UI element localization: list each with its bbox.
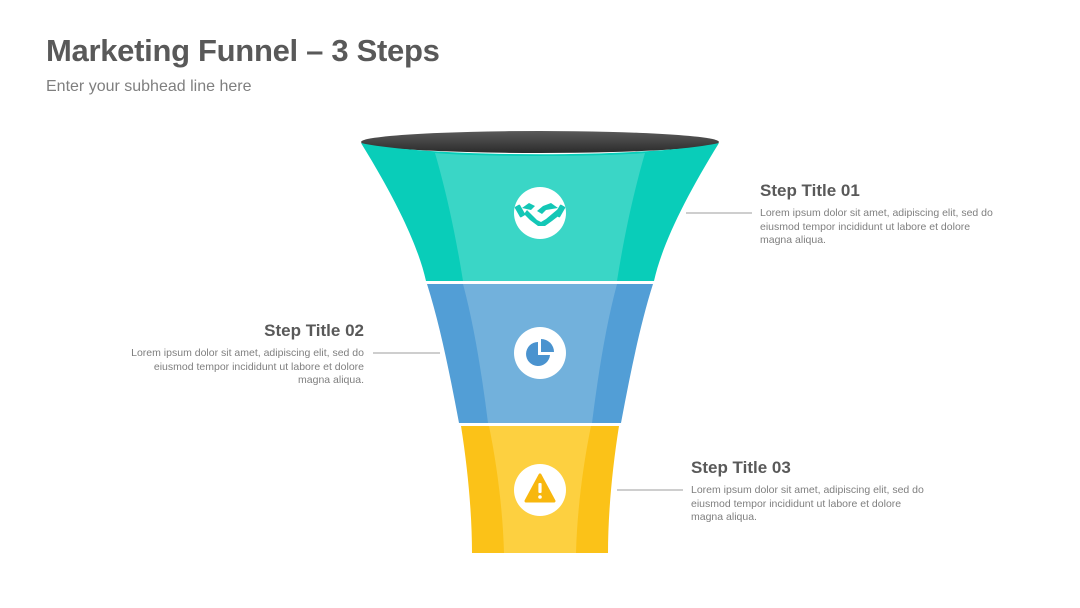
warning-icon xyxy=(514,464,566,516)
step-1-block: Step Title 01 Lorem ipsum dolor sit amet… xyxy=(760,181,1000,248)
pie-chart-icon xyxy=(514,327,566,379)
step-1-description: Lorem ipsum dolor sit amet, adipiscing e… xyxy=(760,207,993,246)
slide-title: Marketing Funnel – 3 Steps xyxy=(46,33,440,68)
step-2-title: Step Title 02 xyxy=(264,321,364,340)
step-2-description: Lorem ipsum dolor sit amet, adipiscing e… xyxy=(131,347,364,386)
step-1-title: Step Title 01 xyxy=(760,181,860,200)
slide-subtitle: Enter your subhead line here xyxy=(46,78,252,95)
step-3-title: Step Title 03 xyxy=(691,458,791,477)
handshake-icon xyxy=(514,187,566,239)
step-2-block: Step Title 02 Lorem ipsum dolor sit amet… xyxy=(124,321,364,388)
funnel-rim xyxy=(361,131,719,153)
step-3-block: Step Title 03 Lorem ipsum dolor sit amet… xyxy=(691,458,931,525)
step-3-description: Lorem ipsum dolor sit amet, adipiscing e… xyxy=(691,484,924,523)
